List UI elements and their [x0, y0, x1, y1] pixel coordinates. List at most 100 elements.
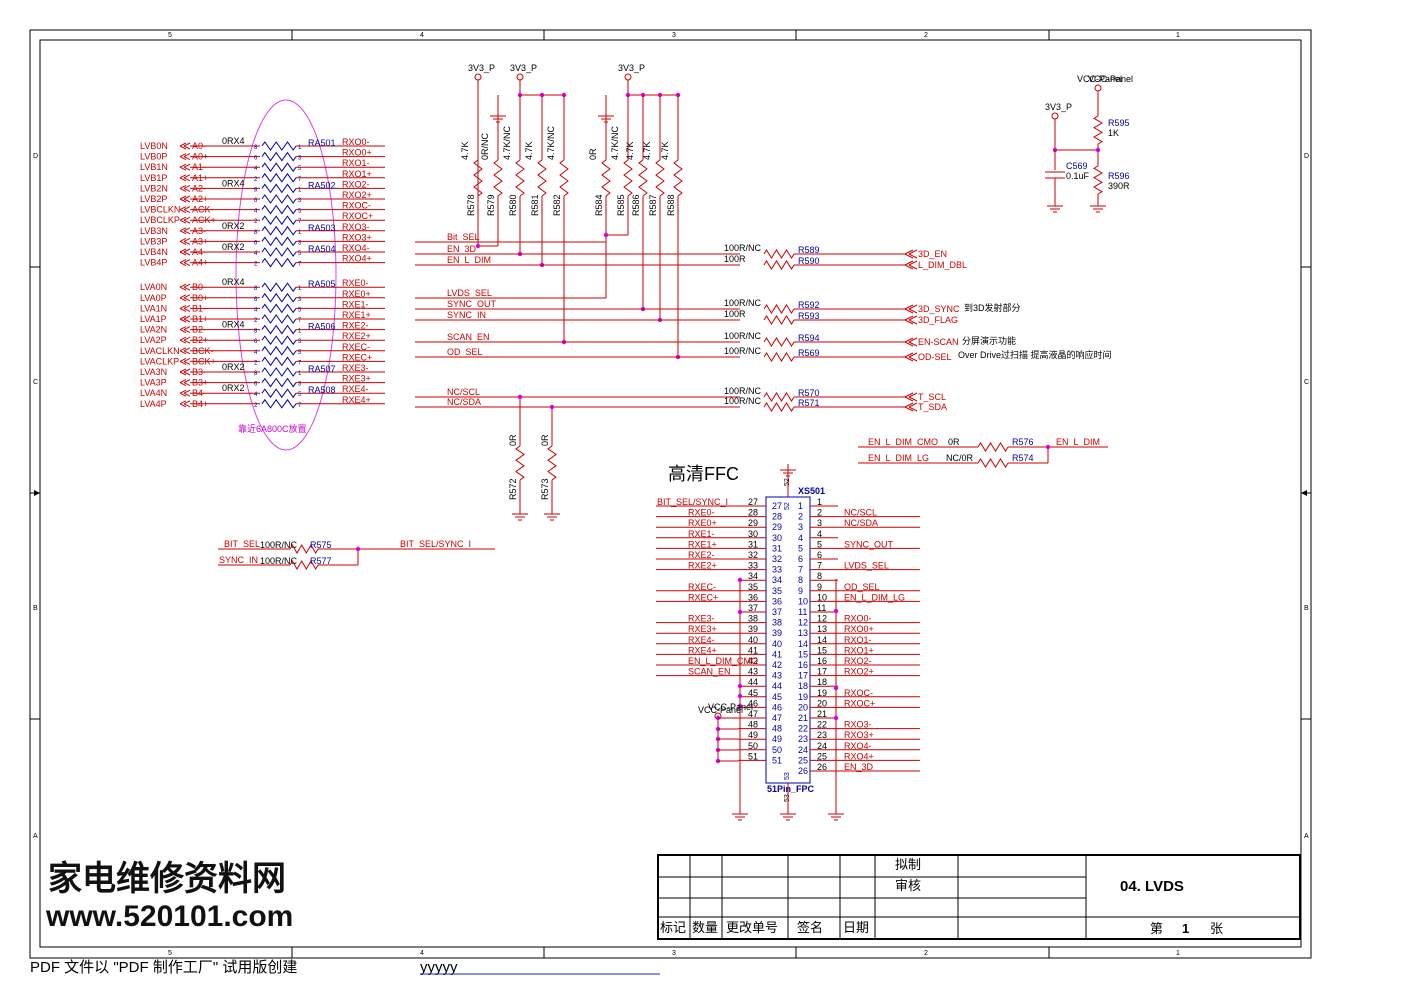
resistor-symbol: [763, 392, 795, 402]
right-pin-label: RXO0+: [342, 148, 372, 158]
pin-num-outer: 13: [817, 624, 827, 634]
pin-num-inner: 46: [772, 702, 782, 712]
array-pin-num: 5: [298, 209, 302, 215]
power-label: 3V3_P: [1045, 102, 1072, 112]
net-arrow: [904, 260, 918, 270]
junction-dot: [737, 577, 743, 583]
ffc-right-net: RXO3+: [844, 730, 874, 740]
left-net-label: LVB3P: [140, 236, 167, 246]
array-pin-num: 7: [298, 318, 302, 324]
ffc-left-net: RXE1+: [688, 539, 717, 549]
net-arrow: [904, 337, 918, 347]
resistor-value: 4.7K: [625, 141, 635, 160]
right-pin-label: RXO2-: [342, 179, 370, 189]
net-arrow: [179, 195, 191, 203]
junction-dot: [475, 243, 481, 249]
signal-right-label: 3D_EN: [918, 249, 947, 259]
pin-num-inner: 7: [798, 565, 803, 575]
left-net-label: LVB2N: [140, 183, 168, 193]
signal-right-label: T_SCL: [918, 392, 946, 402]
left-net-label: LVA0P: [140, 293, 167, 303]
pin-num-inner: 27: [772, 501, 782, 511]
resistor-symbol: [515, 445, 525, 481]
net-label: EN_L_DIM_LG: [868, 453, 929, 463]
pin-num-inner: 43: [772, 671, 782, 681]
right-pin-label: RXOC+: [342, 211, 373, 221]
resistor-ref: R576: [1012, 437, 1034, 447]
pin-num-outer: 24: [817, 741, 827, 751]
pin-num-inner: 25: [798, 755, 808, 765]
resistor-value: 0R: [508, 434, 518, 446]
pin-num-outer: 48: [748, 720, 758, 730]
signal-label: EN_3D: [447, 244, 477, 254]
connector-pin: 53: [784, 772, 791, 780]
resistor-symbol: [1093, 115, 1103, 145]
sync-note: 到3D发射部分: [964, 302, 1021, 313]
connector-pin: 52: [784, 502, 791, 510]
pin-num-inner: 48: [772, 724, 782, 734]
pin-num-outer: 22: [817, 720, 827, 730]
junction-dot: [737, 703, 743, 709]
column-label: 2: [924, 950, 928, 957]
row-label: D: [33, 153, 38, 160]
array-pin-num: 6: [254, 198, 258, 204]
pin-num-inner: 29: [772, 522, 782, 532]
resistor-symbol: [559, 159, 569, 197]
signal-label: OD_SEL: [447, 347, 483, 357]
row-label: C: [1304, 379, 1309, 386]
left-net-label: LVB3N: [140, 226, 168, 236]
array-pin-num: 5: [298, 307, 302, 313]
column-label: 5: [168, 32, 172, 39]
array-ref: RA506: [308, 322, 336, 332]
pin-num-inner: 49: [772, 734, 782, 744]
vcc-panel-circuit: VCC-PanelVCC-PanelR5951KR596390R3V3_PC56…: [1045, 74, 1133, 213]
array-resistor: [261, 292, 297, 303]
power-label: 3V3_P: [618, 63, 645, 73]
net-arrow: [179, 379, 191, 387]
array-pin-num: 2: [254, 262, 258, 268]
left-net-label: LVA2P: [140, 335, 167, 345]
array-pin-num: 8: [254, 230, 258, 236]
ffc-left-net: RXE3+: [688, 624, 717, 634]
signal-label: SYNC_IN: [447, 310, 486, 320]
array-resistor: [261, 303, 297, 314]
column-label: 4: [420, 32, 424, 39]
pin-num-inner: 3: [798, 522, 803, 532]
pin-num-inner: 41: [772, 649, 782, 659]
resistor-symbol: [289, 560, 319, 570]
resistor-ref: R569: [798, 348, 820, 358]
array-resistor: [261, 162, 297, 173]
resistor-ref: R573: [540, 478, 550, 500]
pin-num-outer: 26: [817, 762, 827, 772]
pin-num-outer: 18: [817, 677, 827, 687]
pin-num-outer: 10: [817, 592, 827, 602]
pin-num-inner: 36: [772, 596, 782, 606]
signal-right-label: EN-SCAN: [918, 337, 959, 347]
resistor-symbol: [289, 544, 319, 554]
array-ref: RA505: [308, 279, 336, 289]
footer-link[interactable]: yyyyy: [420, 959, 458, 976]
left-net-label: LVB0P: [140, 152, 167, 162]
power-symbol: [624, 73, 632, 81]
pin-num-inner: 8: [798, 575, 803, 585]
ffc-left-net: RXE2+: [688, 561, 717, 571]
resistor-symbol: [601, 159, 611, 197]
ffc-right-net: RXOC-: [844, 688, 873, 698]
array-pin-num: 6: [254, 156, 258, 162]
resistor-ref: R584: [594, 194, 604, 216]
net-arrow: [179, 283, 191, 291]
pin-num-outer: 9: [817, 582, 822, 592]
array-resistor: [261, 345, 297, 356]
array-ref: RA508: [308, 385, 336, 395]
pin-num-inner: 42: [772, 660, 782, 670]
left-net-label: LVA1N: [140, 303, 167, 313]
resistor-ref: R577: [310, 556, 332, 566]
array-resistor: [261, 282, 297, 293]
array-pin-num: 8: [254, 371, 258, 377]
resistor-ref: R571: [798, 398, 820, 408]
row-label: C: [33, 379, 38, 386]
power-label: VCC-Panel: [698, 705, 743, 715]
pin-num-outer: 29: [748, 518, 758, 528]
array-pin-num: 1: [298, 145, 302, 151]
